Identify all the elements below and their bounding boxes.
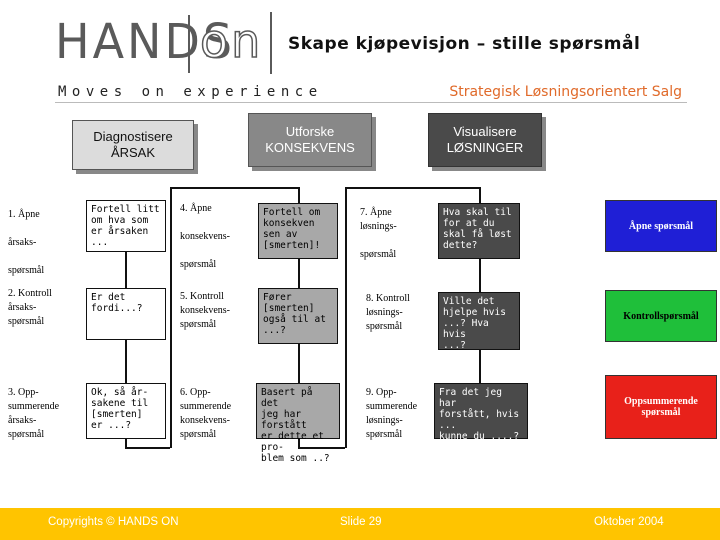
step-4-label: 4. Åpne konsekvens- spørsmål bbox=[180, 203, 230, 270]
step-8-label: 8. Kontroll løsnings- spørsmål bbox=[366, 293, 410, 332]
connector-5-6 bbox=[298, 344, 300, 383]
connector-4-5 bbox=[298, 259, 300, 288]
connector-col2-col3 bbox=[345, 187, 479, 189]
connector-col2-up bbox=[345, 187, 347, 448]
legend-open-questions: Åpne spørsmål bbox=[605, 200, 717, 252]
footer-slide-number: Slide 29 bbox=[340, 516, 382, 528]
column-header-explore: Utforske KONSEKVENS bbox=[248, 113, 372, 167]
step-2-label: 2. Kontroll årsaks- spørsmål bbox=[8, 288, 52, 327]
connector-into-4 bbox=[298, 187, 300, 203]
step-7-label: 7. Åpne løsnings- spørsmål bbox=[360, 207, 397, 260]
step-1-box: Fortell litt om hva som er årsaken ... bbox=[86, 200, 166, 252]
legend-summary-questions: Oppsummerende spørsmål bbox=[605, 375, 717, 439]
step-8-box: Ville det hjelpe hvis ...? Hva hvis ...? bbox=[438, 292, 520, 351]
step-6-label: 6. Opp- summerende konsekvens- spørsmål bbox=[180, 387, 232, 440]
logo-divider bbox=[188, 15, 190, 73]
connector-8-9 bbox=[479, 350, 481, 383]
step-4-box: Fortell om konsekven sen av [smerten]! bbox=[258, 203, 338, 259]
connector-2-3b bbox=[125, 358, 127, 383]
connector-6-out-a bbox=[298, 439, 300, 447]
connector-7-8 bbox=[479, 259, 481, 292]
step-5-label: 5. Kontroll konsekvens- spørsmål bbox=[180, 291, 230, 330]
footer-copyright: Copyrights © HANDS ON bbox=[48, 516, 179, 528]
step-7-box: Hva skal til for at du skal få løst dett… bbox=[438, 203, 520, 259]
connector-3-out-a bbox=[125, 439, 127, 447]
step-1-label: 1. Åpne årsaks- spørsmål bbox=[8, 209, 45, 276]
legend-control-questions: Kontrollspørsmål bbox=[605, 290, 717, 342]
connector-2-3a bbox=[125, 340, 127, 358]
connector-1-2 bbox=[125, 252, 127, 288]
header-rule bbox=[55, 102, 687, 103]
logo-divider-2 bbox=[270, 12, 272, 74]
column-header-diagnose: Diagnostisere ÅRSAK bbox=[72, 120, 194, 170]
connector-col1-up bbox=[170, 187, 172, 448]
step-6-box: Basert på det jeg har forstått er dette … bbox=[256, 383, 340, 464]
step-3-box: Ok, så år- sakene til [smerten] er ...? bbox=[86, 383, 166, 439]
step-2-box: Er det fordi...? bbox=[86, 288, 166, 340]
subtitle: Strategisk Løsningsorientert Salg bbox=[449, 84, 682, 100]
logo-hands-text: HANDS bbox=[55, 12, 236, 70]
step-5-box: Fører [smerten] også til at ...? bbox=[258, 288, 338, 344]
step-9-label: 9. Opp- summerende løsnings- spørsmål bbox=[366, 387, 418, 440]
connector-6-out-b bbox=[298, 447, 345, 449]
step-3-label: 3. Opp- summerende årsaks- spørsmål bbox=[8, 387, 60, 440]
footer-date: Oktober 2004 bbox=[594, 516, 664, 528]
connector-col1-col2 bbox=[170, 187, 298, 189]
connector-3-out-b bbox=[125, 447, 170, 449]
column-header-visualize: Visualisere LØSNINGER bbox=[428, 113, 542, 167]
connector-into-7 bbox=[479, 187, 481, 203]
logo-on-text: on bbox=[199, 13, 264, 69]
tagline: Moves on experience bbox=[58, 84, 323, 100]
footer-bar bbox=[0, 508, 720, 540]
step-9-box: Fra det jeg har forstått, hvis ... kunne… bbox=[434, 383, 528, 442]
page-title: Skape kjøpevisjon – stille spørsmål bbox=[288, 34, 641, 54]
